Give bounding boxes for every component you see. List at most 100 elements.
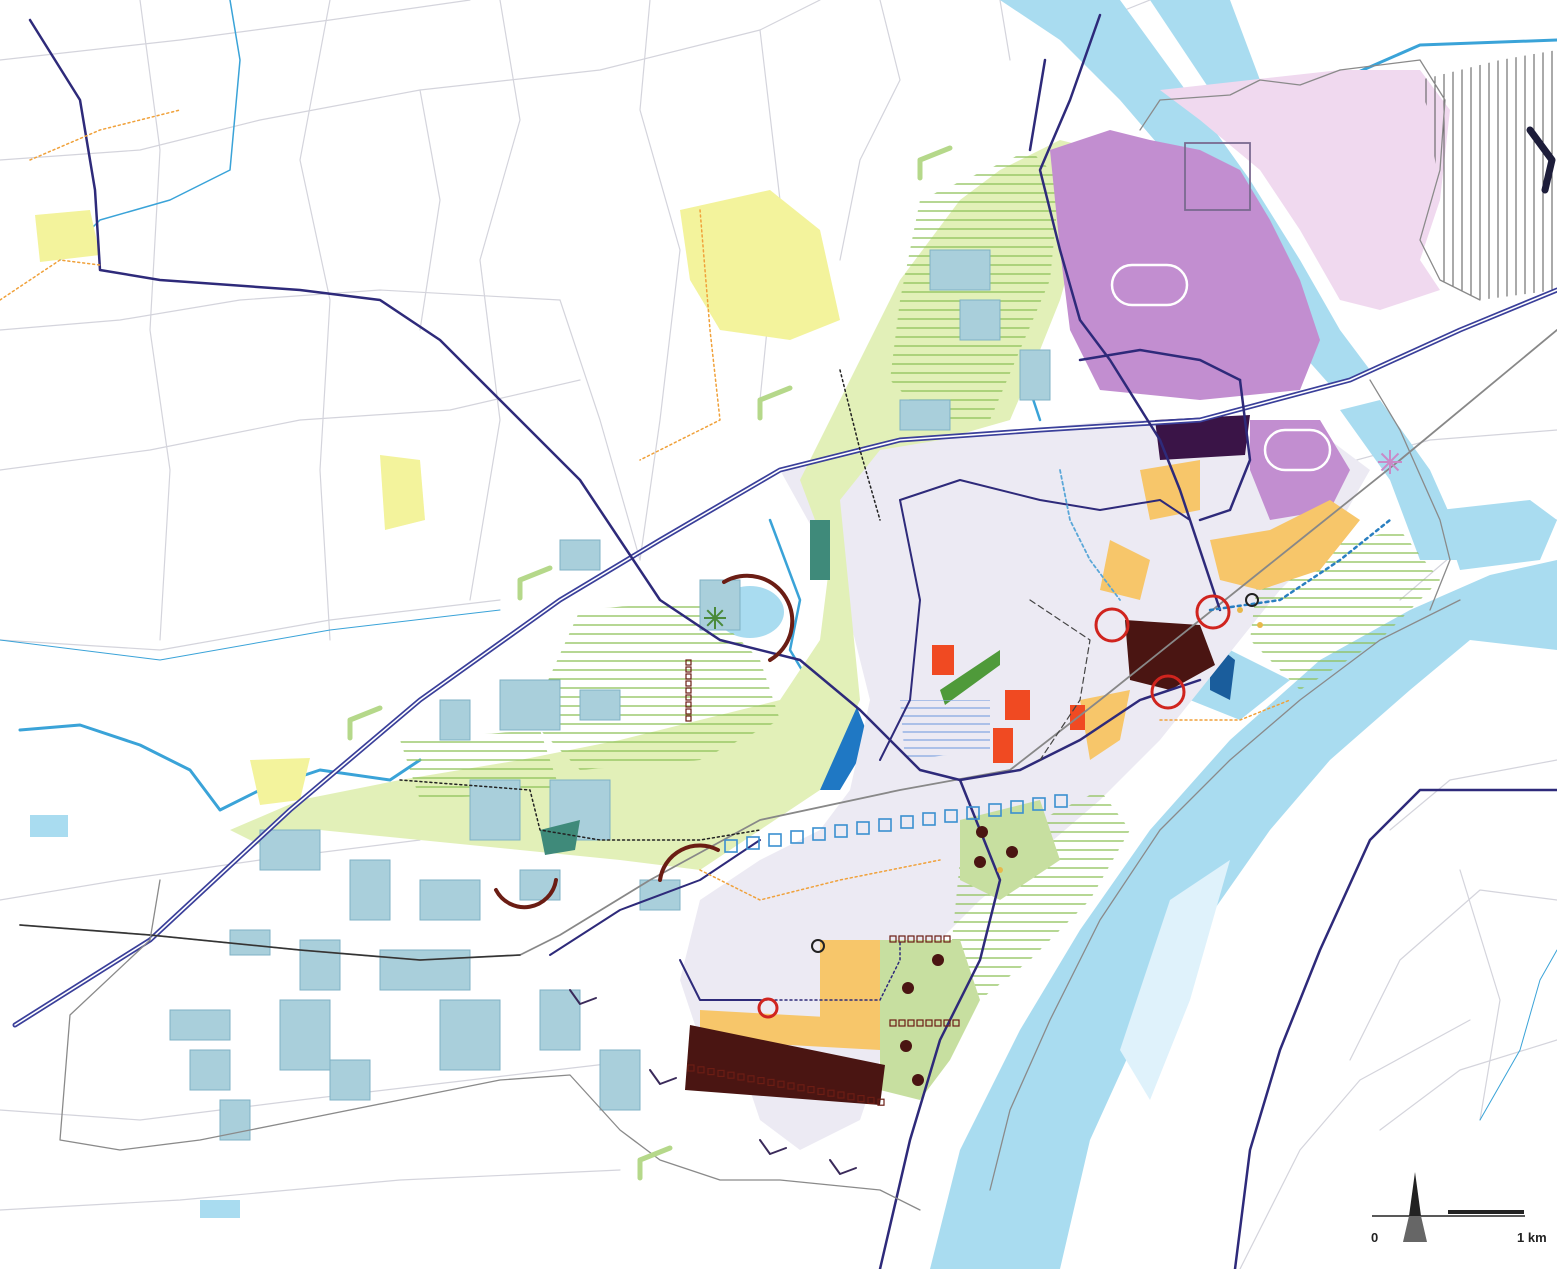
brown-square-marker xyxy=(934,1019,942,1027)
highway-centre xyxy=(14,289,1557,1026)
brown-square-marker xyxy=(685,680,692,687)
brown-square-marker xyxy=(727,1071,735,1079)
ring-marker xyxy=(1245,593,1259,607)
site-dot xyxy=(1006,846,1018,858)
industrial-building xyxy=(899,399,951,431)
small-dot xyxy=(1237,607,1243,613)
brown-square-marker xyxy=(934,935,942,943)
red-circle-marker xyxy=(1094,607,1130,643)
industrial-building xyxy=(469,779,521,841)
parcel-line xyxy=(1239,1019,1471,1269)
main-road-port-east xyxy=(1198,378,1252,522)
industrial-building xyxy=(579,689,621,721)
parcel-line xyxy=(0,839,421,901)
parcel-line xyxy=(999,0,1011,61)
parcel-line xyxy=(559,299,641,561)
blue-hatched-area xyxy=(900,700,990,760)
brown-square-marker xyxy=(952,1019,960,1027)
boundary-east xyxy=(1369,379,1451,611)
ring-marker xyxy=(811,939,825,953)
blue-square-marker xyxy=(922,812,936,826)
brown-square-marker xyxy=(807,1085,815,1094)
red-circle-marker xyxy=(1195,594,1231,630)
dark-chevron-icon xyxy=(759,1139,787,1155)
hatched-green-central xyxy=(530,600,780,770)
dotted-route-west xyxy=(399,779,761,841)
brown-square-marker xyxy=(925,935,933,943)
green-chevron-icon xyxy=(917,145,953,181)
port-frame xyxy=(1184,142,1251,211)
parcel-line xyxy=(1459,869,1501,1121)
track-oval xyxy=(1110,263,1189,307)
yellow-field-small xyxy=(380,455,425,530)
brown-square-marker xyxy=(685,715,692,722)
dotted-route-south xyxy=(759,939,901,1001)
stream-west xyxy=(18,723,422,812)
scale-end-label: 1 km xyxy=(1517,1230,1547,1245)
parcel-line xyxy=(419,89,441,331)
pond-west xyxy=(30,815,68,837)
local-road-south xyxy=(679,959,761,1001)
industrial-building xyxy=(599,1049,641,1111)
site-dot xyxy=(902,982,914,994)
water-east xyxy=(1440,500,1557,570)
brown-square-marker xyxy=(837,1091,845,1099)
river-main xyxy=(930,560,1557,1269)
brown-square-marker xyxy=(757,1076,765,1085)
blue-square-marker xyxy=(900,815,914,829)
blue-square-marker xyxy=(812,827,826,841)
parcel-line xyxy=(0,599,501,651)
boundary-northeast xyxy=(1339,59,1481,301)
industrial-building xyxy=(499,679,561,731)
industrial-building xyxy=(439,999,501,1071)
dark-chevron-icon xyxy=(569,989,597,1005)
brown-square-marker xyxy=(685,687,692,694)
brown-square-marker xyxy=(925,1019,933,1027)
industrial-building xyxy=(419,879,481,921)
site-dot xyxy=(932,954,944,966)
dark-chevron-icon xyxy=(649,1069,677,1085)
parcel-line xyxy=(1349,889,1557,1061)
parcel-line xyxy=(0,1169,621,1211)
scale-bar: 0 1 km xyxy=(1366,1172,1557,1245)
orange-zone-centre xyxy=(1100,540,1150,600)
brown-square-marker xyxy=(697,1066,705,1074)
blue-square-marker xyxy=(724,839,738,853)
arc-marker-west xyxy=(494,878,558,910)
parcel-line xyxy=(1389,759,1557,831)
parcel-line xyxy=(839,0,901,261)
symbols-layer xyxy=(347,126,1556,1181)
industrial-building xyxy=(299,939,341,991)
brown-square-marker xyxy=(797,1084,805,1092)
brown-square-marker xyxy=(685,694,692,701)
ring-road-west xyxy=(879,499,921,761)
port-area xyxy=(1050,130,1320,400)
industrial-building xyxy=(229,929,271,956)
parcel-line xyxy=(0,0,821,161)
industrial-building xyxy=(349,859,391,921)
rail-west xyxy=(19,924,521,961)
floodplain-island xyxy=(1120,860,1230,1100)
parcel-line xyxy=(139,0,171,641)
industrial-building xyxy=(1019,349,1051,401)
orange-path-yellow-field xyxy=(639,209,721,461)
dark-teal-block-west xyxy=(540,820,580,855)
green-chevron-icon xyxy=(637,1145,673,1181)
track-oval-east xyxy=(1263,428,1332,472)
industrial-building xyxy=(219,1099,251,1141)
industrial-building xyxy=(329,1059,371,1101)
ring-road-north xyxy=(899,479,1191,521)
parcel-line xyxy=(0,379,581,471)
port-area-light xyxy=(1160,70,1450,310)
main-road-east xyxy=(958,678,1202,782)
parcel-line xyxy=(0,1059,641,1121)
boundary-southwest xyxy=(59,879,921,1211)
scale-segment xyxy=(1448,1210,1524,1214)
red-block xyxy=(1005,690,1030,720)
brown-square-marker xyxy=(767,1078,775,1087)
brown-square-marker xyxy=(889,1019,897,1027)
arc-marker-south xyxy=(658,843,720,882)
dark-purple-block xyxy=(1155,415,1250,460)
red-block xyxy=(932,645,954,675)
